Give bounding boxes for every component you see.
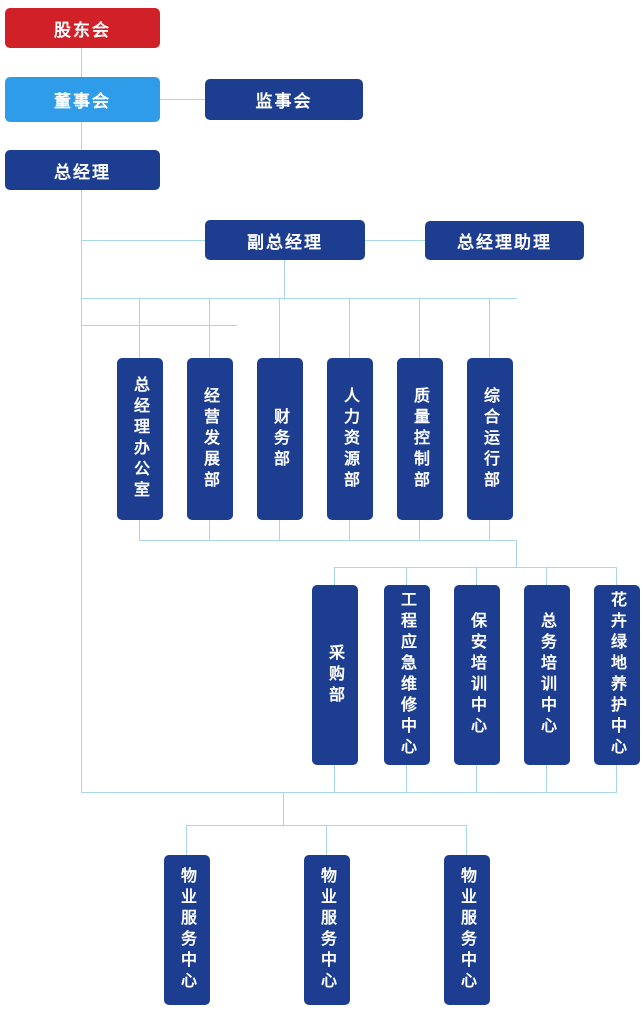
connector — [476, 567, 477, 585]
node-center-general-affairs-training: 总务培训中心 — [524, 585, 570, 765]
connector — [516, 540, 517, 567]
connector — [279, 298, 280, 358]
connector — [81, 325, 237, 326]
connector — [349, 520, 350, 540]
node-center-procurement: 采购部 — [312, 585, 358, 765]
connector — [349, 298, 350, 358]
node-dept-operations: 综合运行部 — [467, 358, 513, 520]
connector — [419, 298, 420, 358]
connector — [160, 99, 205, 100]
connector — [81, 298, 517, 299]
node-supervisory: 监事会 — [205, 79, 363, 120]
node-dept-finance: 财务部 — [257, 358, 303, 520]
connector — [139, 298, 140, 358]
connector — [546, 567, 547, 585]
connector — [546, 765, 547, 792]
connector — [81, 240, 205, 241]
connector — [616, 765, 617, 792]
node-center-security-training: 保安培训中心 — [454, 585, 500, 765]
connector — [81, 792, 617, 793]
connector — [334, 567, 335, 585]
connector — [365, 240, 425, 241]
connector — [476, 765, 477, 792]
node-branch-property-service-2: 物业服务中心 — [304, 855, 350, 1005]
connector — [209, 298, 210, 358]
node-deputy-general-manager: 副总经理 — [205, 220, 365, 260]
connector — [284, 260, 285, 298]
node-dept-gm-office: 总经理办公室 — [117, 358, 163, 520]
node-general-manager: 总经理 — [5, 150, 160, 190]
connector — [279, 520, 280, 540]
connector — [466, 825, 467, 855]
node-dept-hr: 人力资源部 — [327, 358, 373, 520]
connector — [406, 765, 407, 792]
connector — [283, 792, 284, 825]
connector — [489, 520, 490, 540]
connector — [186, 825, 187, 855]
node-gm-assistant: 总经理助理 — [425, 221, 584, 260]
connector — [489, 298, 490, 358]
node-dept-quality-control: 质量控制部 — [397, 358, 443, 520]
connector — [209, 520, 210, 540]
connector — [326, 825, 327, 855]
connector — [81, 48, 82, 77]
connector — [406, 567, 407, 585]
node-board: 董事会 — [5, 77, 160, 122]
node-branch-property-service-3: 物业服务中心 — [444, 855, 490, 1005]
node-branch-property-service-1: 物业服务中心 — [164, 855, 210, 1005]
connector — [419, 520, 420, 540]
node-shareholders: 股东会 — [5, 8, 160, 48]
connector — [81, 190, 82, 792]
node-center-engineering-maintenance: 工程应急维修中心 — [384, 585, 430, 765]
connector — [81, 122, 82, 150]
connector — [616, 567, 617, 585]
connector — [334, 765, 335, 792]
connector — [139, 520, 140, 540]
connector — [139, 540, 517, 541]
connector — [334, 567, 617, 568]
node-dept-business-development: 经营发展部 — [187, 358, 233, 520]
node-center-landscape-maintenance: 花卉绿地养护中心 — [594, 585, 640, 765]
